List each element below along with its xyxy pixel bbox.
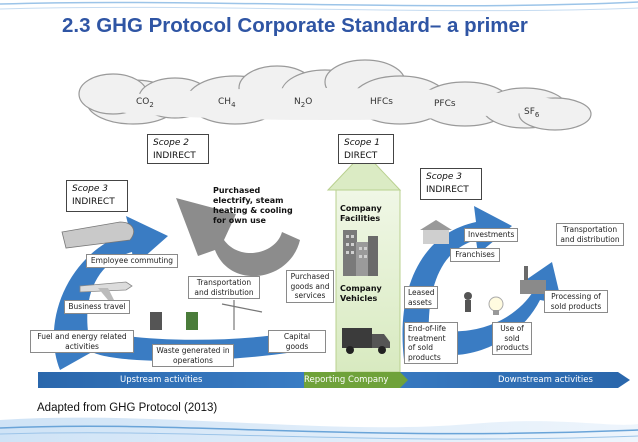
bar-downstream-label: Downstream activities — [498, 375, 593, 385]
label-transportation-downstream: Transportation and distribution — [556, 223, 624, 246]
bar-reporting-label: Reporting Company — [304, 375, 389, 385]
crane-icon — [221, 300, 263, 330]
bar-upstream-label: Upstream activities — [120, 375, 203, 385]
gas-n2o: N2O — [294, 97, 313, 109]
scope3-right-type: INDIRECT — [426, 185, 469, 195]
company-facilities-label: Company Facilities — [340, 204, 382, 223]
scope3-left-box: Scope 3 INDIRECT — [66, 180, 128, 212]
scope1-name: Scope 1 — [344, 138, 381, 148]
gas-co2: CO2 — [136, 97, 154, 109]
factory-icon — [520, 266, 546, 294]
gas-hfcs: HFCs — [370, 97, 393, 107]
label-processing: Processing of sold products — [544, 290, 608, 313]
label-capital-goods: Capital goods — [268, 330, 326, 353]
scope3-left-type: INDIRECT — [72, 197, 115, 207]
label-transportation-upstream: Transportation and distribution — [188, 276, 260, 299]
train-icon — [61, 221, 134, 249]
plane-icon — [79, 281, 133, 300]
label-franchises: Franchises — [450, 248, 500, 262]
gas-pfcs: PFCs — [434, 99, 456, 109]
label-fuel-energy: Fuel and energy related activities — [30, 330, 134, 353]
label-use-of-sold: Use of sold products — [492, 322, 532, 355]
building-icon — [343, 230, 378, 276]
label-purchased-goods: Purchased goods and services — [286, 270, 334, 303]
gas-ch4: CH4 — [218, 97, 236, 109]
label-waste: Waste generated in operations — [152, 344, 234, 367]
worker-icon — [464, 292, 472, 312]
bins-icon — [150, 312, 198, 330]
downstream-arrow — [402, 206, 512, 360]
scope3-right-box: Scope 3 INDIRECT — [420, 168, 482, 200]
label-business-travel: Business travel — [64, 300, 130, 314]
house-icon — [420, 220, 452, 244]
truck-icon — [342, 328, 390, 354]
scope1-type: DIRECT — [344, 151, 378, 161]
scope2-name: Scope 2 — [153, 138, 190, 148]
label-leased-assets: Leased assets — [404, 286, 438, 309]
scope2-box: Scope 2 INDIRECT — [147, 134, 209, 164]
company-vehicles-label: Company Vehicles — [340, 284, 382, 303]
source-caption: Adapted from GHG Protocol (2013) — [37, 402, 218, 414]
label-employee-commuting: Employee commuting — [86, 254, 178, 268]
label-investments: Investments — [464, 228, 518, 242]
scope2-arrow — [176, 198, 300, 277]
scope3-left-name: Scope 3 — [72, 184, 109, 194]
scope1-arrow — [326, 151, 402, 191]
emission-clouds — [78, 59, 592, 131]
scope2-activity-label: Purchased electrify, steam heating & coo… — [213, 186, 293, 225]
label-end-of-life: End-of-life treatment of sold products — [404, 322, 458, 364]
page-title: 2.3 GHG Protocol Corporate Standard– a p… — [62, 14, 528, 37]
gas-sf6: SF6 — [524, 107, 540, 119]
scope2-type: INDIRECT — [153, 151, 196, 161]
scope1-box: Scope 1 DIRECT — [338, 134, 394, 164]
bulb-icon — [488, 296, 504, 315]
scope3-right-name: Scope 3 — [426, 172, 463, 182]
